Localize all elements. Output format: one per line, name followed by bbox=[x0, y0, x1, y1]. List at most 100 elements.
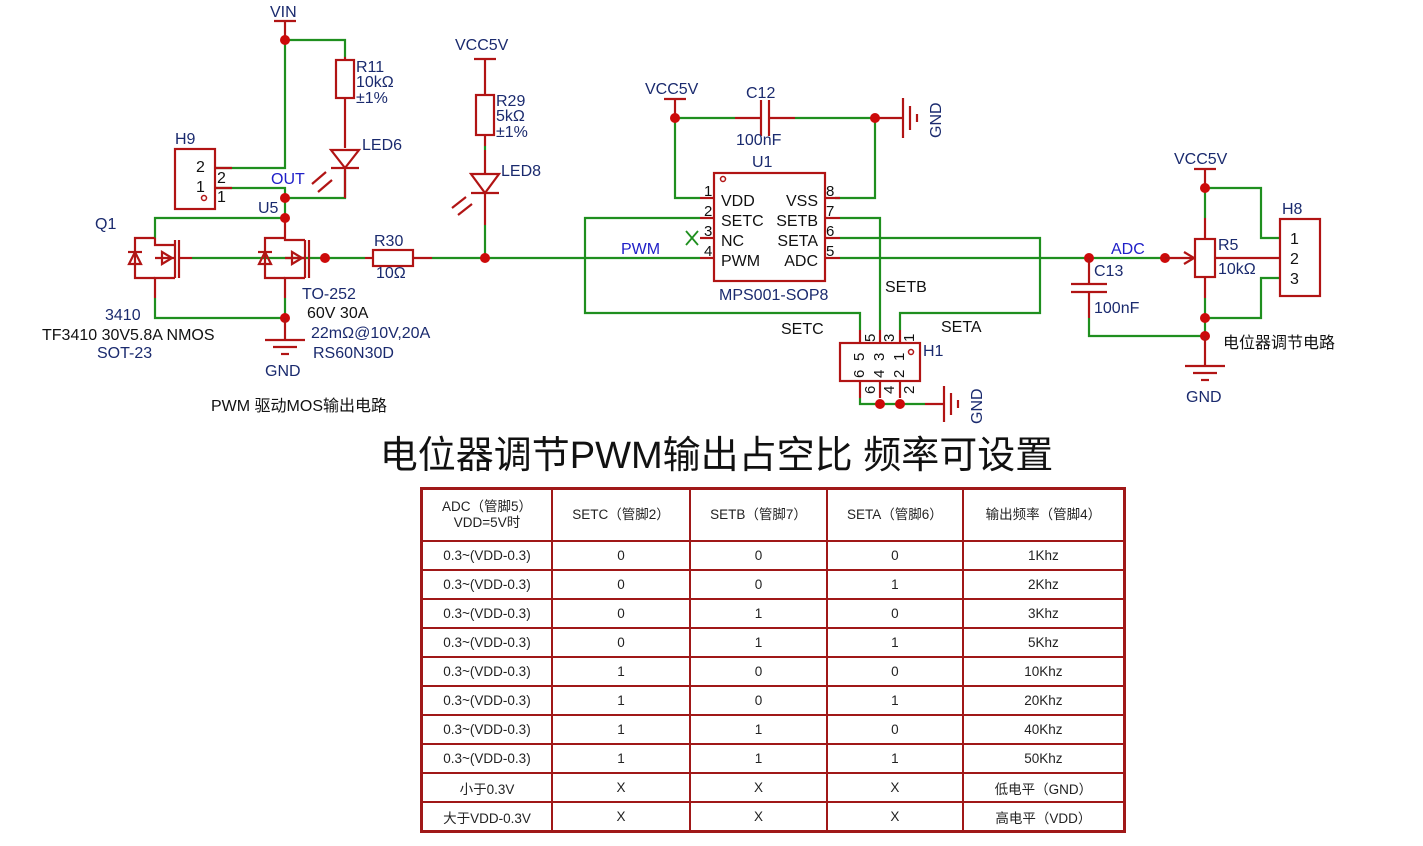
table-cell: 0 bbox=[826, 540, 964, 571]
table-cell: 1 bbox=[826, 685, 964, 716]
h1-pin-num: 2 bbox=[901, 386, 918, 394]
u1-pin-name-vdd: VDD bbox=[721, 193, 755, 210]
r30-ref: R30 bbox=[374, 233, 403, 250]
led8-ref: LED8 bbox=[501, 163, 541, 180]
h1-pin-num: 6 bbox=[851, 370, 868, 378]
q1-name: 3410 bbox=[105, 307, 141, 324]
net-label-adc: ADC bbox=[1111, 241, 1145, 258]
u1-pin-name-seta: SETA bbox=[777, 233, 818, 250]
table-cell: 0.3~(VDD-0.3) bbox=[420, 685, 553, 716]
potentiometer-r5[interactable]: R5 10kΩ bbox=[1165, 218, 1280, 298]
u1-pin-num: 6 bbox=[826, 223, 834, 240]
r29-tolerance: ±1% bbox=[496, 124, 528, 141]
h1-pin-num: 1 bbox=[901, 334, 918, 342]
capacitor-c12[interactable]: C12 100nF bbox=[735, 85, 795, 149]
r29-ref: R29 bbox=[496, 93, 525, 110]
vcc-symbol-u1: VCC5V bbox=[645, 81, 699, 118]
junction bbox=[1200, 313, 1210, 323]
table-cell: X bbox=[826, 772, 964, 803]
table-cell: 1 bbox=[551, 685, 691, 716]
table-cell: 1 bbox=[826, 743, 964, 774]
header-setb: SETB（管脚7） bbox=[688, 487, 829, 542]
table-cell: 40Khz bbox=[961, 714, 1126, 745]
table-cell: 0.3~(VDD-0.3) bbox=[420, 598, 553, 629]
c13-value: 100nF bbox=[1094, 300, 1140, 317]
mosfet-u5[interactable]: U5 TO-252 60V 30A 22mΩ@10V,20A RS60N30D bbox=[257, 200, 431, 362]
u5-part: RS60N30D bbox=[313, 345, 394, 362]
connector-h9[interactable]: H9 2 1 2 1 bbox=[173, 131, 232, 211]
ic-u1[interactable]: U1 MPS001-SOP8 1 2 3 4 VDD SETC NC PWM 8… bbox=[700, 154, 840, 304]
r30-value: 10Ω bbox=[376, 265, 406, 282]
h9-pin-2-outer: 2 bbox=[217, 170, 226, 187]
h1-pin-num: 5 bbox=[851, 353, 868, 361]
table-cell: 0.3~(VDD-0.3) bbox=[420, 743, 553, 774]
table-cell: 0.3~(VDD-0.3) bbox=[420, 656, 553, 687]
capacitor-c13[interactable]: C13 100nF bbox=[1071, 258, 1140, 318]
u1-pin-name-vss: VSS bbox=[786, 193, 818, 210]
table-cell: 1 bbox=[826, 569, 964, 600]
u1-pin-name-adc: ADC bbox=[784, 253, 818, 270]
header-setc: SETC（管脚2） bbox=[551, 487, 691, 542]
resistor-r29[interactable]: R29 5kΩ ±1% bbox=[474, 93, 528, 146]
net-label-seta: SETA bbox=[941, 319, 982, 336]
led8[interactable]: LED8 bbox=[451, 150, 541, 225]
u1-pin-name-setb: SETB bbox=[776, 213, 818, 230]
h8-pin-num: 3 bbox=[1290, 271, 1299, 288]
gnd-label-mos: GND bbox=[265, 363, 301, 380]
connector-h1[interactable]: H1 5 3 1 5 3 1 6 4 2 6 4 2 bbox=[838, 330, 944, 398]
u1-pin-num: 5 bbox=[826, 243, 834, 260]
table-cell: 0 bbox=[551, 598, 691, 629]
pin1-marker bbox=[719, 175, 727, 183]
header-seta: SETA（管脚6） bbox=[826, 487, 964, 542]
table-cell: 0 bbox=[551, 540, 691, 571]
resistor-r11[interactable]: R11 10kΩ ±1% bbox=[334, 57, 394, 148]
resistor-r30[interactable]: R30 10Ω bbox=[365, 233, 432, 282]
gnd-label-c12: GND bbox=[928, 102, 945, 138]
table-cell: 小于0.3V bbox=[420, 772, 553, 803]
led6-ref: LED6 bbox=[362, 137, 402, 154]
table-cell: 0.3~(VDD-0.3) bbox=[420, 540, 553, 571]
h1-pin-num: 3 bbox=[881, 334, 898, 342]
page-title: 电位器调节PWM输出占空比 频率可设置 bbox=[379, 435, 1054, 477]
mosfet-q1[interactable]: Q1 3410 TF3410 30V5.8A NMOS SOT-23 bbox=[42, 216, 215, 362]
vin-label: VIN bbox=[270, 4, 297, 21]
h1-pin-num: 5 bbox=[862, 334, 879, 342]
net-label-out: OUT bbox=[271, 171, 305, 188]
light-emission-icon bbox=[451, 196, 473, 216]
h1-pin-num: 6 bbox=[862, 386, 879, 394]
vcc-label-r29: VCC5V bbox=[455, 37, 509, 54]
led6[interactable]: LED6 bbox=[311, 137, 402, 198]
junction bbox=[480, 253, 490, 263]
connector-h8[interactable]: H8 1 2 3 bbox=[1278, 201, 1322, 298]
table-cell: 0 bbox=[688, 656, 829, 687]
no-connect-marker-icon bbox=[685, 230, 699, 246]
table-cell: 5Khz bbox=[961, 627, 1126, 658]
c12-ref: C12 bbox=[746, 85, 775, 102]
h9-ref: H9 bbox=[175, 131, 196, 148]
table-cell: 1Khz bbox=[961, 540, 1126, 571]
vcc-label-r5: VCC5V bbox=[1174, 151, 1228, 168]
table-cell: 大于VDD-0.3V bbox=[420, 801, 553, 833]
table-cell: X bbox=[826, 801, 964, 833]
h8-pin-num: 2 bbox=[1290, 251, 1299, 268]
table-cell: 0 bbox=[688, 569, 829, 600]
u1-pin-num: 3 bbox=[704, 223, 712, 240]
wire-h1-gnd bbox=[858, 398, 925, 406]
h8-pin-num: 1 bbox=[1290, 231, 1299, 248]
junction bbox=[320, 253, 330, 263]
r11-ref: R11 bbox=[356, 59, 384, 76]
junction bbox=[1200, 183, 1210, 193]
junction bbox=[870, 113, 880, 123]
r29-value: 5kΩ bbox=[496, 108, 525, 125]
table-cell: 0.3~(VDD-0.3) bbox=[420, 627, 553, 658]
h8-ref: H8 bbox=[1282, 201, 1303, 218]
table-cell: 1 bbox=[688, 598, 829, 629]
table-cell: 0 bbox=[826, 714, 964, 745]
table-cell: X bbox=[551, 801, 691, 833]
